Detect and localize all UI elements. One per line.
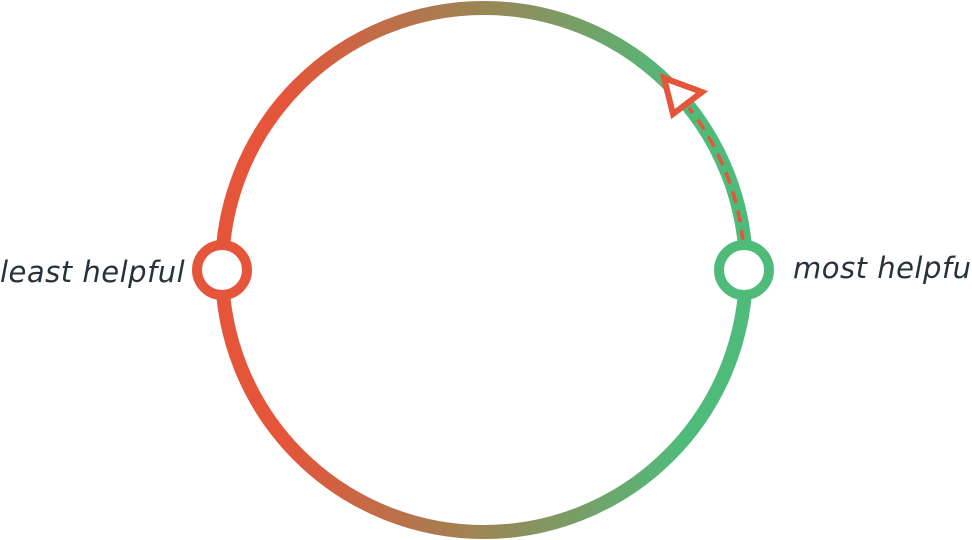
least-helpful-label: least helpful [0, 255, 186, 289]
most-helpful-label: most helpful [793, 251, 972, 285]
least-helpful-marker [192, 240, 252, 300]
progress-dashed-path [687, 106, 745, 243]
direction-arrow-icon [659, 73, 709, 120]
most-helpful-marker [714, 240, 774, 300]
